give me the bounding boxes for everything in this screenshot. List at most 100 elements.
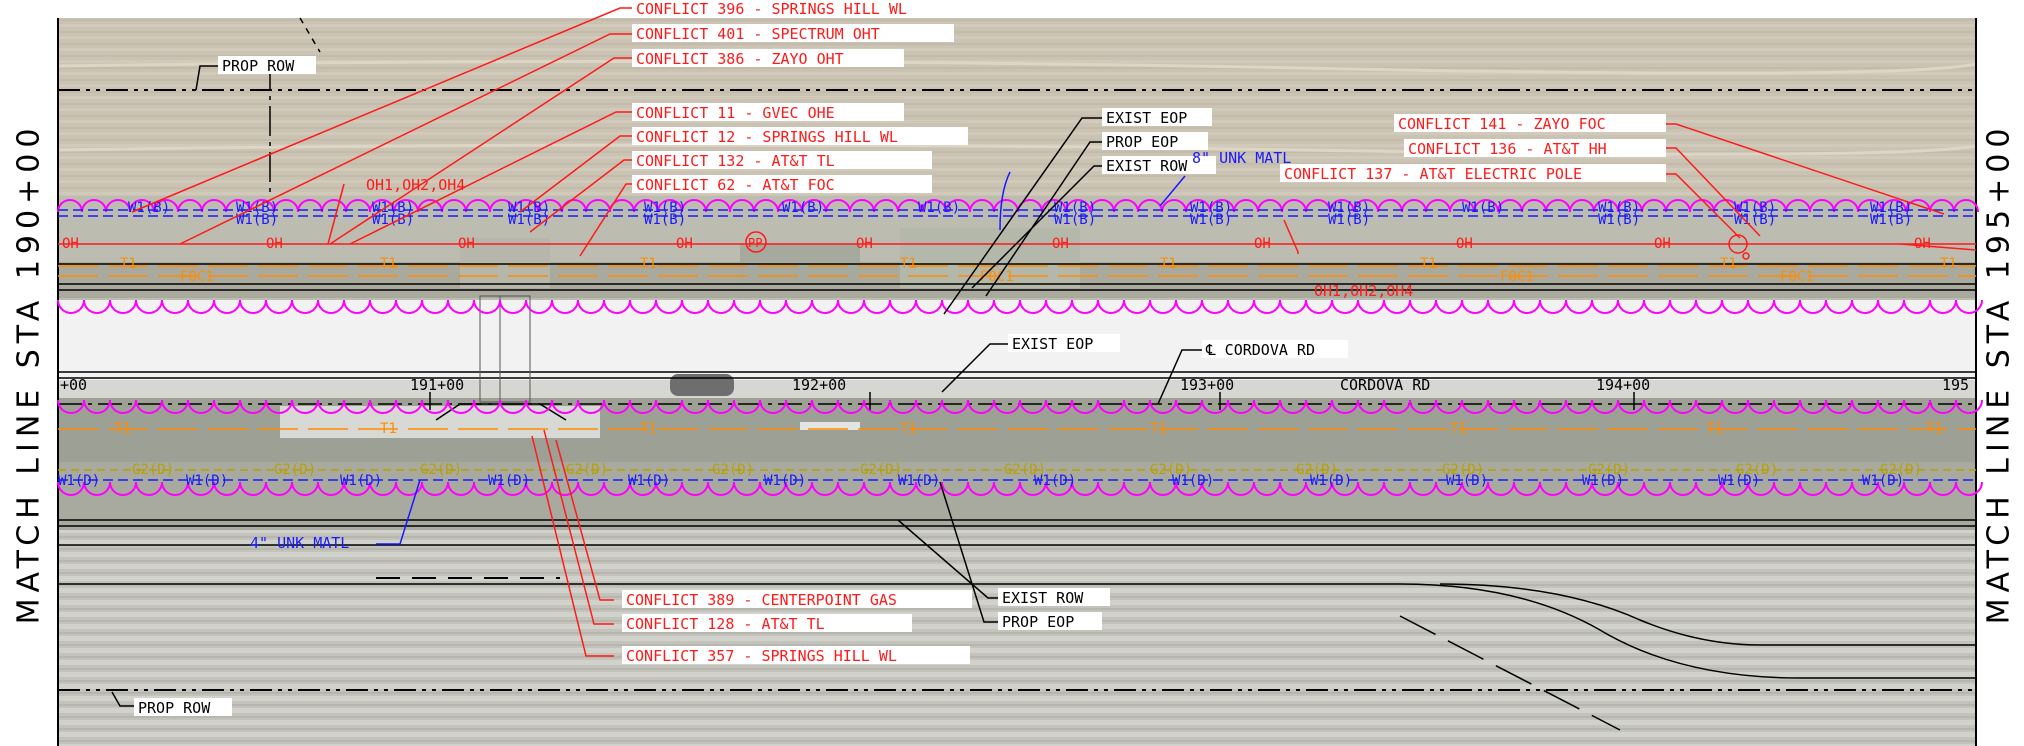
w1d-tag: W1(D)	[58, 473, 100, 489]
w1b-tag: W1(B)	[1328, 212, 1370, 228]
t1-tag: T1	[1926, 421, 1943, 437]
w1b-tag: W1(B)	[1054, 212, 1096, 228]
g2d-tag: G2(D)	[860, 462, 902, 478]
t1-tag: T1	[1150, 421, 1167, 437]
w1b-tag: W1(B)	[1598, 212, 1640, 228]
w1b-tag: W1(B)	[1598, 200, 1640, 216]
w1b-tag: W1(B)	[508, 212, 550, 228]
g2d-tag: G2(D)	[420, 462, 462, 478]
t1-tag: T1	[1720, 256, 1737, 272]
w1b-tag: W1(B)	[918, 200, 960, 216]
g2d-tag: G2(D)	[1736, 462, 1778, 478]
conflict-401-label: CONFLICT 401 - SPECTRUM OHT	[636, 25, 880, 43]
conflict-357-label: CONFLICT 357 - SPRINGS HILL WL	[626, 647, 897, 665]
power-pole-symbol	[745, 231, 767, 253]
w1b-tag: W1(B)	[508, 200, 550, 216]
conflict-labels: CONFLICT 396 - SPRINGS HILL WL CONFLICT …	[366, 0, 1666, 665]
g2d-tag: G2(D)	[1442, 462, 1484, 478]
prop-row-bottom-label: PROP ROW	[138, 699, 211, 717]
match-line-right: MATCH LINE STA 195+00	[1970, 0, 2024, 746]
prop-eop-bottom-label: PROP EOP	[1002, 613, 1074, 631]
w1b-tag: W1(B)	[236, 212, 278, 228]
w1d-tag: W1(D)	[1446, 473, 1488, 489]
alignment-lines	[58, 17, 1976, 731]
utility-lines	[58, 171, 1976, 545]
prop-row-top-label: PROP ROW	[222, 57, 295, 75]
t1-tag: T1	[114, 421, 131, 437]
w1d-tag: W1(D)	[1310, 473, 1352, 489]
t1-tag: T1	[1450, 421, 1467, 437]
pp-label: PP	[748, 236, 762, 250]
w1d-tag: W1(D)	[1172, 473, 1214, 489]
oh-group-label: OH1,OH2,OH4	[1314, 282, 1413, 300]
w1b-tag: W1(B)	[1054, 200, 1096, 216]
oh-tag: OH	[1914, 236, 1931, 252]
station-label: 193+00	[1180, 376, 1234, 394]
prop-eop-top-label: PROP EOP	[1106, 133, 1178, 151]
g2d-tag: G2(D)	[1150, 462, 1192, 478]
g2d-tag: G2(D)	[274, 462, 316, 478]
t1-tag: T1	[640, 256, 657, 272]
foc1-tag: FOC1	[980, 269, 1014, 285]
w1b-tag: W1(B)	[644, 200, 686, 216]
t1-tag: T1	[1160, 256, 1177, 272]
road-name: CORDOVA RD	[1340, 376, 1430, 394]
foc1-tag: FOC1	[1780, 269, 1814, 285]
w1b-tag: W1(B)	[1190, 212, 1232, 228]
g2d-tag: G2(D)	[1296, 462, 1338, 478]
conflict-386-label: CONFLICT 386 - ZAYO OHT	[636, 50, 844, 68]
w1b-tag: W1(B)	[1870, 212, 1912, 228]
w1b-tag: W1(B)	[1870, 200, 1912, 216]
t1-tag: T1	[380, 421, 397, 437]
conflict-136-label: CONFLICT 136 - AT&T HH	[1408, 140, 1607, 158]
w1d-tag: W1(D)	[898, 473, 940, 489]
station-label: +00	[60, 376, 87, 394]
oh-tag: OH	[1254, 236, 1271, 252]
g2d-tag: G2(D)	[132, 462, 174, 478]
w1b-tag: W1(B)	[372, 200, 414, 216]
station-label: 192+00	[792, 376, 846, 394]
oh-group-label: OH1,OH2,OH4	[366, 176, 465, 194]
exist-row-top-label: EXIST ROW	[1106, 157, 1188, 175]
exist-eop-top-label: EXIST EOP	[1106, 109, 1187, 127]
w1d-tag: W1(D)	[764, 473, 806, 489]
stationing: +00 191+00 192+00 193+00 194+00 195 CORD…	[60, 376, 1969, 410]
w1b-tag: W1(B)	[1190, 200, 1232, 216]
foc1-tag: FOC1	[180, 269, 214, 285]
oh-tag: OH	[1654, 236, 1671, 252]
conflict-389-label: CONFLICT 389 - CENTERPOINT GAS	[626, 591, 897, 609]
t1-tag: T1	[640, 421, 657, 437]
unk-matl-top-label: 8" UNK MATL	[1192, 149, 1291, 167]
w1d-tag: W1(D)	[1862, 473, 1904, 489]
conflict-128-label: CONFLICT 128 - AT&T TL	[626, 615, 825, 633]
black-leaders	[111, 65, 1205, 707]
w1b-tag: W1(B)	[1328, 200, 1370, 216]
w1b-tag: W1(B)	[782, 200, 824, 216]
oh-tag: OH	[1456, 236, 1473, 252]
w1b-tag: W1(B)	[1734, 200, 1776, 216]
w1b-tag: W1(B)	[1734, 212, 1776, 228]
w1b-tag: W1(B)	[644, 212, 686, 228]
oh-tag: OH	[62, 236, 79, 252]
w1d-tag: W1(D)	[488, 473, 530, 489]
conflict-62-label: CONFLICT 62 - AT&T FOC	[636, 176, 835, 194]
conflict-141-label: CONFLICT 141 - ZAYO FOC	[1398, 115, 1606, 133]
utility-tags: W1(B)W1(B)W1(B)W1(B)W1(B)W1(B)W1(B)W1(B)…	[58, 200, 1957, 489]
w1d-tag: W1(D)	[340, 473, 382, 489]
g2d-tag: G2(D)	[1588, 462, 1630, 478]
oh-tag: OH	[458, 236, 475, 252]
w1b-tag: W1(B)	[128, 200, 170, 216]
t1-tag: T1	[1706, 421, 1723, 437]
callout-labels: PROP ROW EXIST EOP PROP EOP EXIST ROW EX…	[134, 56, 1348, 717]
conflict-396-label: CONFLICT 396 - SPRINGS HILL WL	[636, 0, 907, 18]
w1b-tag: W1(B)	[372, 212, 414, 228]
conflict-132-label: CONFLICT 132 - AT&T TL	[636, 152, 835, 170]
foc1-tag: FOC1	[1500, 269, 1534, 285]
g2d-tag: G2(D)	[1880, 462, 1922, 478]
w1d-tag: W1(D)	[1718, 473, 1760, 489]
t1-tag: T1	[120, 256, 137, 272]
station-label: 191+00	[410, 376, 464, 394]
oh-tag: OH	[856, 236, 873, 252]
oh-tag: OH	[1052, 236, 1069, 252]
